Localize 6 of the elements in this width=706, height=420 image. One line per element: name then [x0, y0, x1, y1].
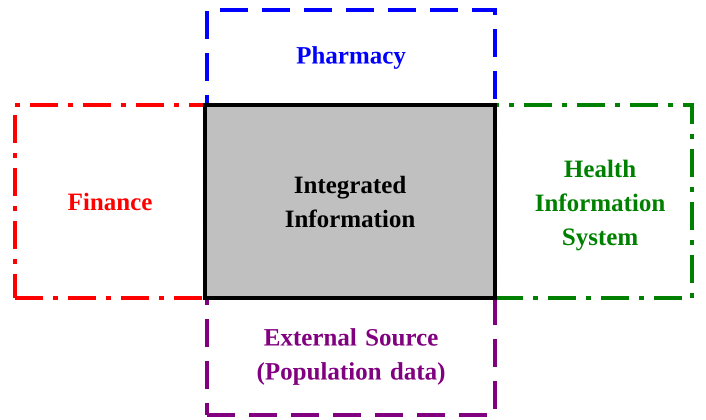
- region-label: Finance: [68, 192, 152, 210]
- center-box: [203, 103, 497, 300]
- region-label: Health Information System: [536, 160, 665, 250]
- region-label: External Source (Population data): [258, 328, 444, 385]
- region-label: Integrated Information: [286, 176, 415, 228]
- region-label: Pharmacy: [296, 46, 406, 69]
